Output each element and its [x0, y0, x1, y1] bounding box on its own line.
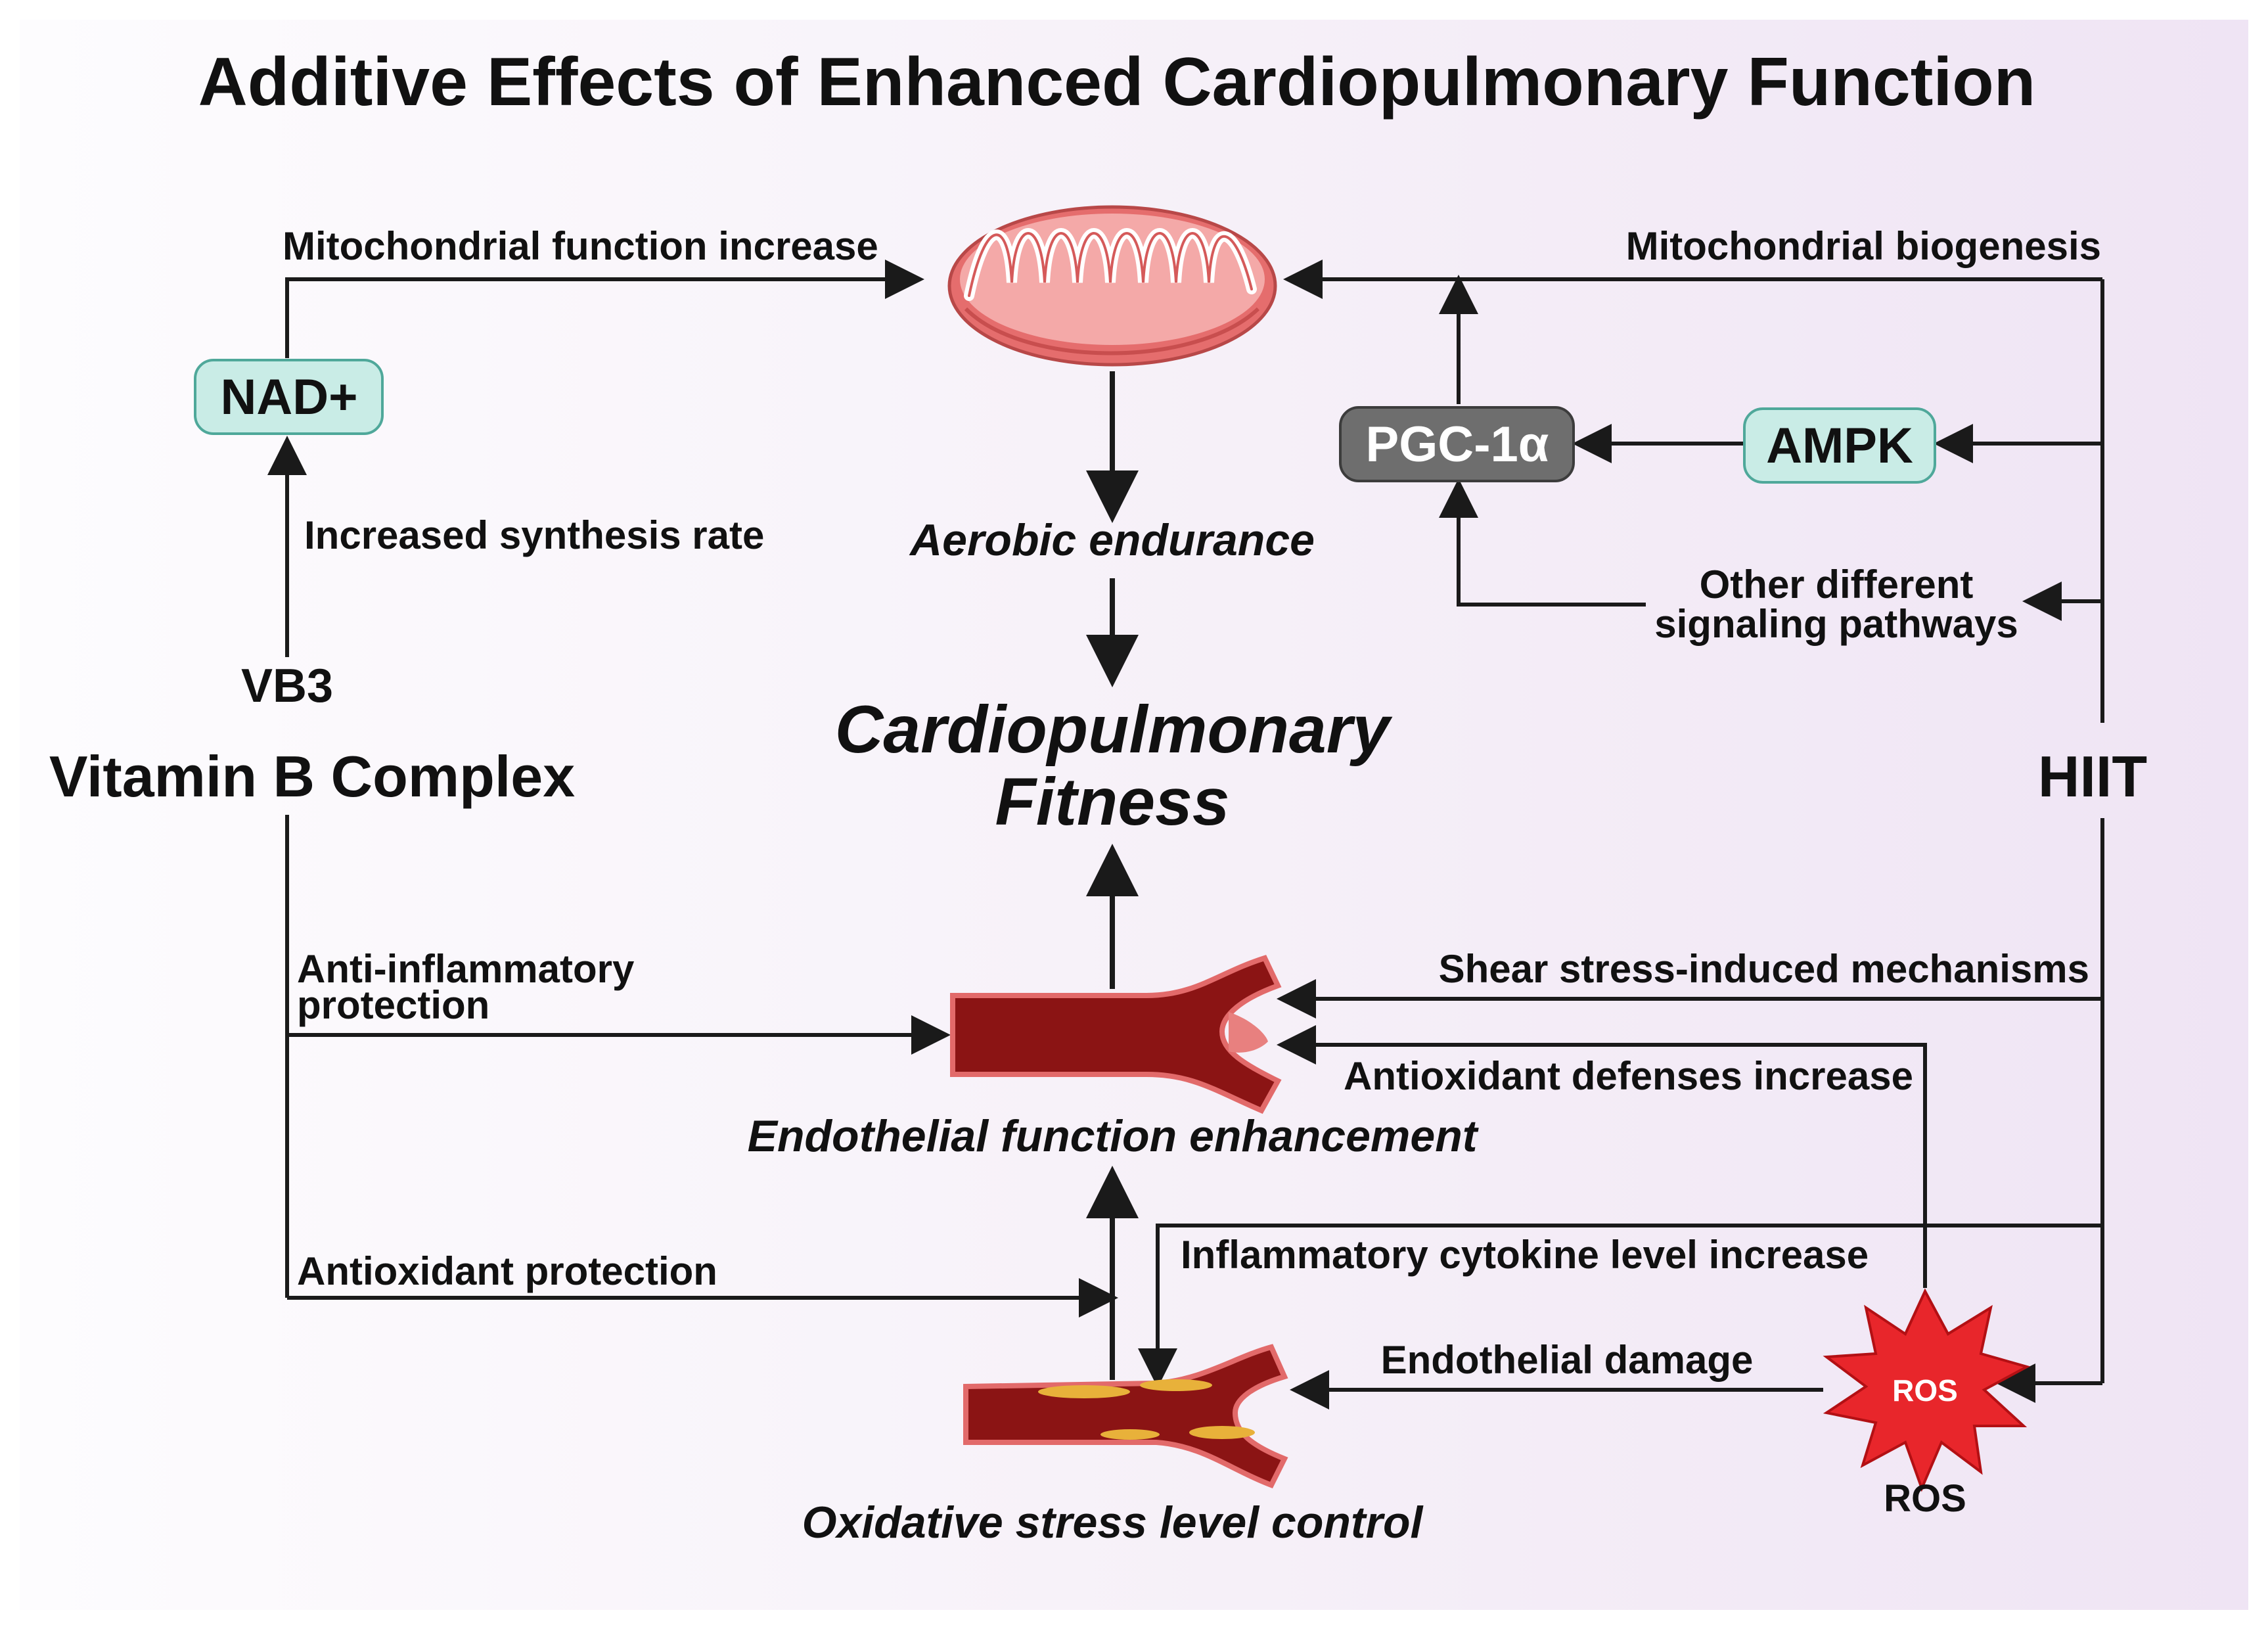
oxidative-label: Oxidative stress level control: [802, 1498, 1424, 1547]
edge-mito-increase: Mitochondrial function increase: [283, 224, 878, 268]
edge-anti-inflam-line2: protection: [297, 983, 489, 1027]
arrow-hiit-cytokine: [1138, 1224, 2102, 1388]
ampk-node: AMPK: [1743, 407, 1936, 484]
edge-biogenesis: Mitochondrial biogenesis: [1626, 224, 2101, 268]
edge-antiox-def: Antioxidant defenses increase: [1344, 1054, 1913, 1098]
edge-synthesis: Increased synthesis rate: [304, 513, 764, 557]
arrow-nad-to-mito: [285, 260, 924, 358]
arrow-ros-to-endothelial: [1277, 1025, 1927, 1288]
pgc-node: PGC-1α: [1339, 406, 1575, 482]
aerobic-endurance-label: Aerobic endurance: [909, 515, 1315, 565]
other-pathways-line2: signaling pathways: [1654, 602, 2018, 646]
edge-antiox-protection: Antioxidant protection: [297, 1249, 717, 1293]
arrow-other-to-pgc: [1439, 478, 1646, 607]
mitochondrion-icon: [947, 205, 1277, 367]
hiit-label: HIIT: [2038, 744, 2147, 809]
edge-cytokine: Inflammatory cytokine level increase: [1181, 1233, 1869, 1277]
edge-endo-damage: Endothelial damage: [1381, 1338, 1754, 1382]
plaque-vessel-icon: [963, 1344, 1288, 1489]
fitness-title-line2: Fitness: [995, 764, 1229, 839]
vb3-label: VB3: [241, 660, 333, 712]
ros-starburst-icon: [1823, 1288, 2031, 1492]
edge-anti-inflam-line1: Anti-inflammatory: [297, 947, 635, 991]
ros-badge-text: ROS: [1892, 1373, 1958, 1408]
nad-label: NAD+: [220, 369, 357, 425]
pgc-label: PGC-1α: [1366, 417, 1549, 472]
edge-shear: Shear stress-induced mechanisms: [1439, 947, 2089, 991]
diagram-title: Additive Effects of Enhanced Cardiopulmo…: [198, 44, 2036, 120]
other-pathways-line1: Other different: [1700, 562, 1974, 607]
ampk-label: AMPK: [1766, 418, 1913, 474]
ros-label: ROS: [1884, 1477, 1966, 1520]
fitness-title-line1: Cardiopulmonary: [835, 692, 1393, 767]
nad-node: NAD+: [194, 359, 384, 435]
connectors: [267, 260, 2104, 1409]
endothelial-label: Endothelial function enhancement: [748, 1111, 1479, 1161]
healthy-vessel-icon: [950, 955, 1282, 1114]
vitamin-b-label: Vitamin B Complex: [49, 744, 575, 809]
